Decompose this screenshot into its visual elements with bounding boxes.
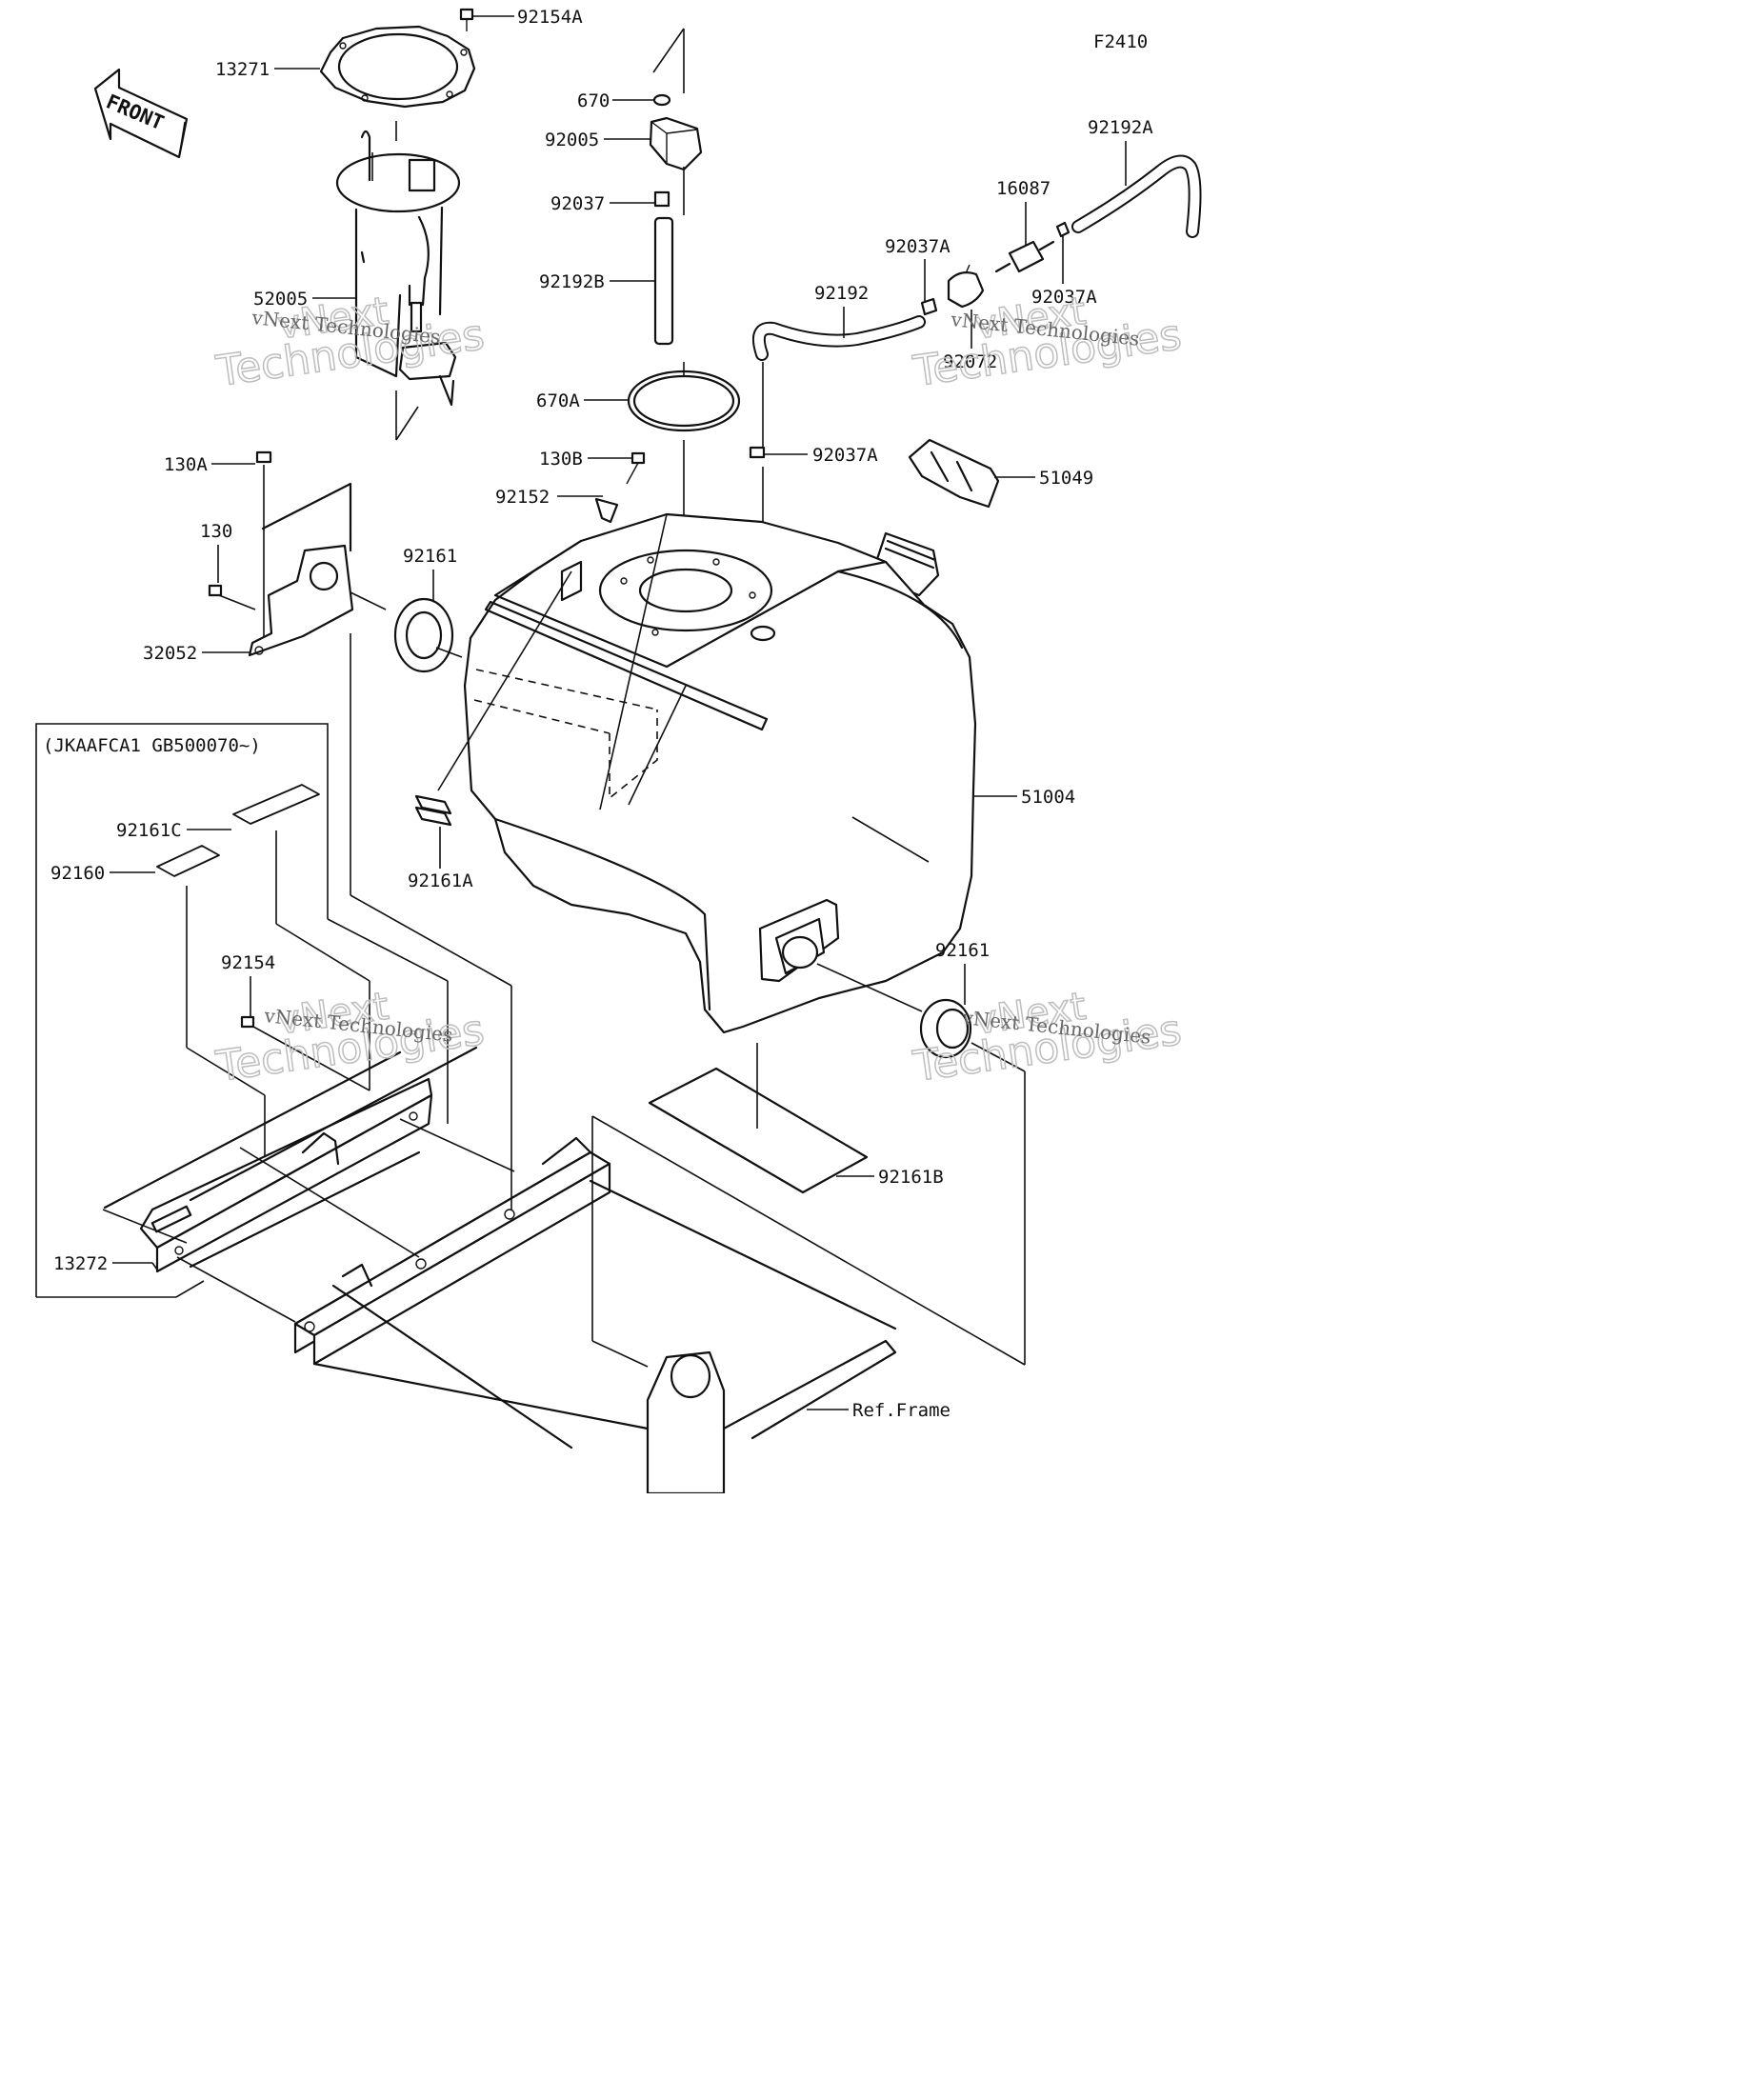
part-label-92161B: 92161B bbox=[878, 1167, 944, 1188]
part-label-92072: 92072 bbox=[943, 351, 997, 372]
part-label-16087: 16087 bbox=[996, 178, 1051, 199]
ref-frame-label: Ref.Frame bbox=[852, 1400, 951, 1421]
part-label-92161A: 92161A bbox=[408, 870, 473, 891]
part-label-92192: 92192 bbox=[814, 283, 869, 304]
figure-code: F2410 bbox=[1093, 31, 1148, 52]
part-label-92037A-3: 92037A bbox=[812, 445, 878, 466]
vent-hose-assembly bbox=[749, 154, 1202, 610]
pad-92161A bbox=[414, 794, 452, 869]
part-label-92161C: 92161C bbox=[116, 820, 182, 841]
pad-92161B bbox=[648, 1043, 869, 1194]
part-label-52005: 52005 bbox=[253, 289, 308, 310]
variant-box bbox=[35, 723, 370, 1298]
part-label-32052: 32052 bbox=[143, 643, 197, 664]
variant-note: (JKAAFCA1 GB500070~) bbox=[43, 735, 261, 756]
part-label-92160: 92160 bbox=[50, 863, 105, 884]
part-label-92161-lower: 92161 bbox=[935, 940, 990, 961]
part-label-92154A: 92154A bbox=[517, 7, 583, 28]
grommet-lower bbox=[816, 963, 1026, 1365]
part-label-92192B: 92192B bbox=[539, 271, 605, 292]
part-label-130B: 130B bbox=[539, 449, 583, 470]
mounting-bracket bbox=[139, 1077, 433, 1273]
part-label-92037A-2: 92037A bbox=[1031, 287, 1097, 308]
part-label-92152: 92152 bbox=[495, 487, 550, 508]
ref-frame bbox=[103, 1046, 1026, 1493]
tank-bracket bbox=[208, 450, 387, 657]
part-label-51004: 51004 bbox=[1021, 787, 1075, 808]
part-label-92154: 92154 bbox=[221, 952, 275, 973]
fuel-cap bbox=[870, 438, 1000, 597]
part-label-92037: 92037 bbox=[550, 193, 605, 214]
part-label-13271: 13271 bbox=[215, 59, 270, 80]
grommet-upper bbox=[393, 597, 463, 673]
fuel-pump-assembly bbox=[319, 8, 476, 407]
parts-diagram: F2410 FRONT bbox=[35, 7, 1202, 1493]
front-arrow-icon: FRONT bbox=[93, 68, 189, 159]
part-label-130: 130 bbox=[200, 521, 232, 542]
part-label-670: 670 bbox=[577, 90, 610, 111]
part-label-92037A-1: 92037A bbox=[885, 236, 951, 257]
fuel-tank bbox=[463, 512, 977, 1034]
part-label-51049: 51049 bbox=[1039, 468, 1093, 489]
part-label-130A: 130A bbox=[164, 454, 208, 475]
part-label-13272: 13272 bbox=[53, 1253, 108, 1274]
part-label-92161-upper: 92161 bbox=[403, 546, 457, 567]
part-label-92005: 92005 bbox=[545, 130, 599, 150]
fuel-level-sender bbox=[627, 28, 741, 602]
part-label-670A: 670A bbox=[536, 390, 580, 411]
part-label-92192A: 92192A bbox=[1088, 117, 1153, 138]
